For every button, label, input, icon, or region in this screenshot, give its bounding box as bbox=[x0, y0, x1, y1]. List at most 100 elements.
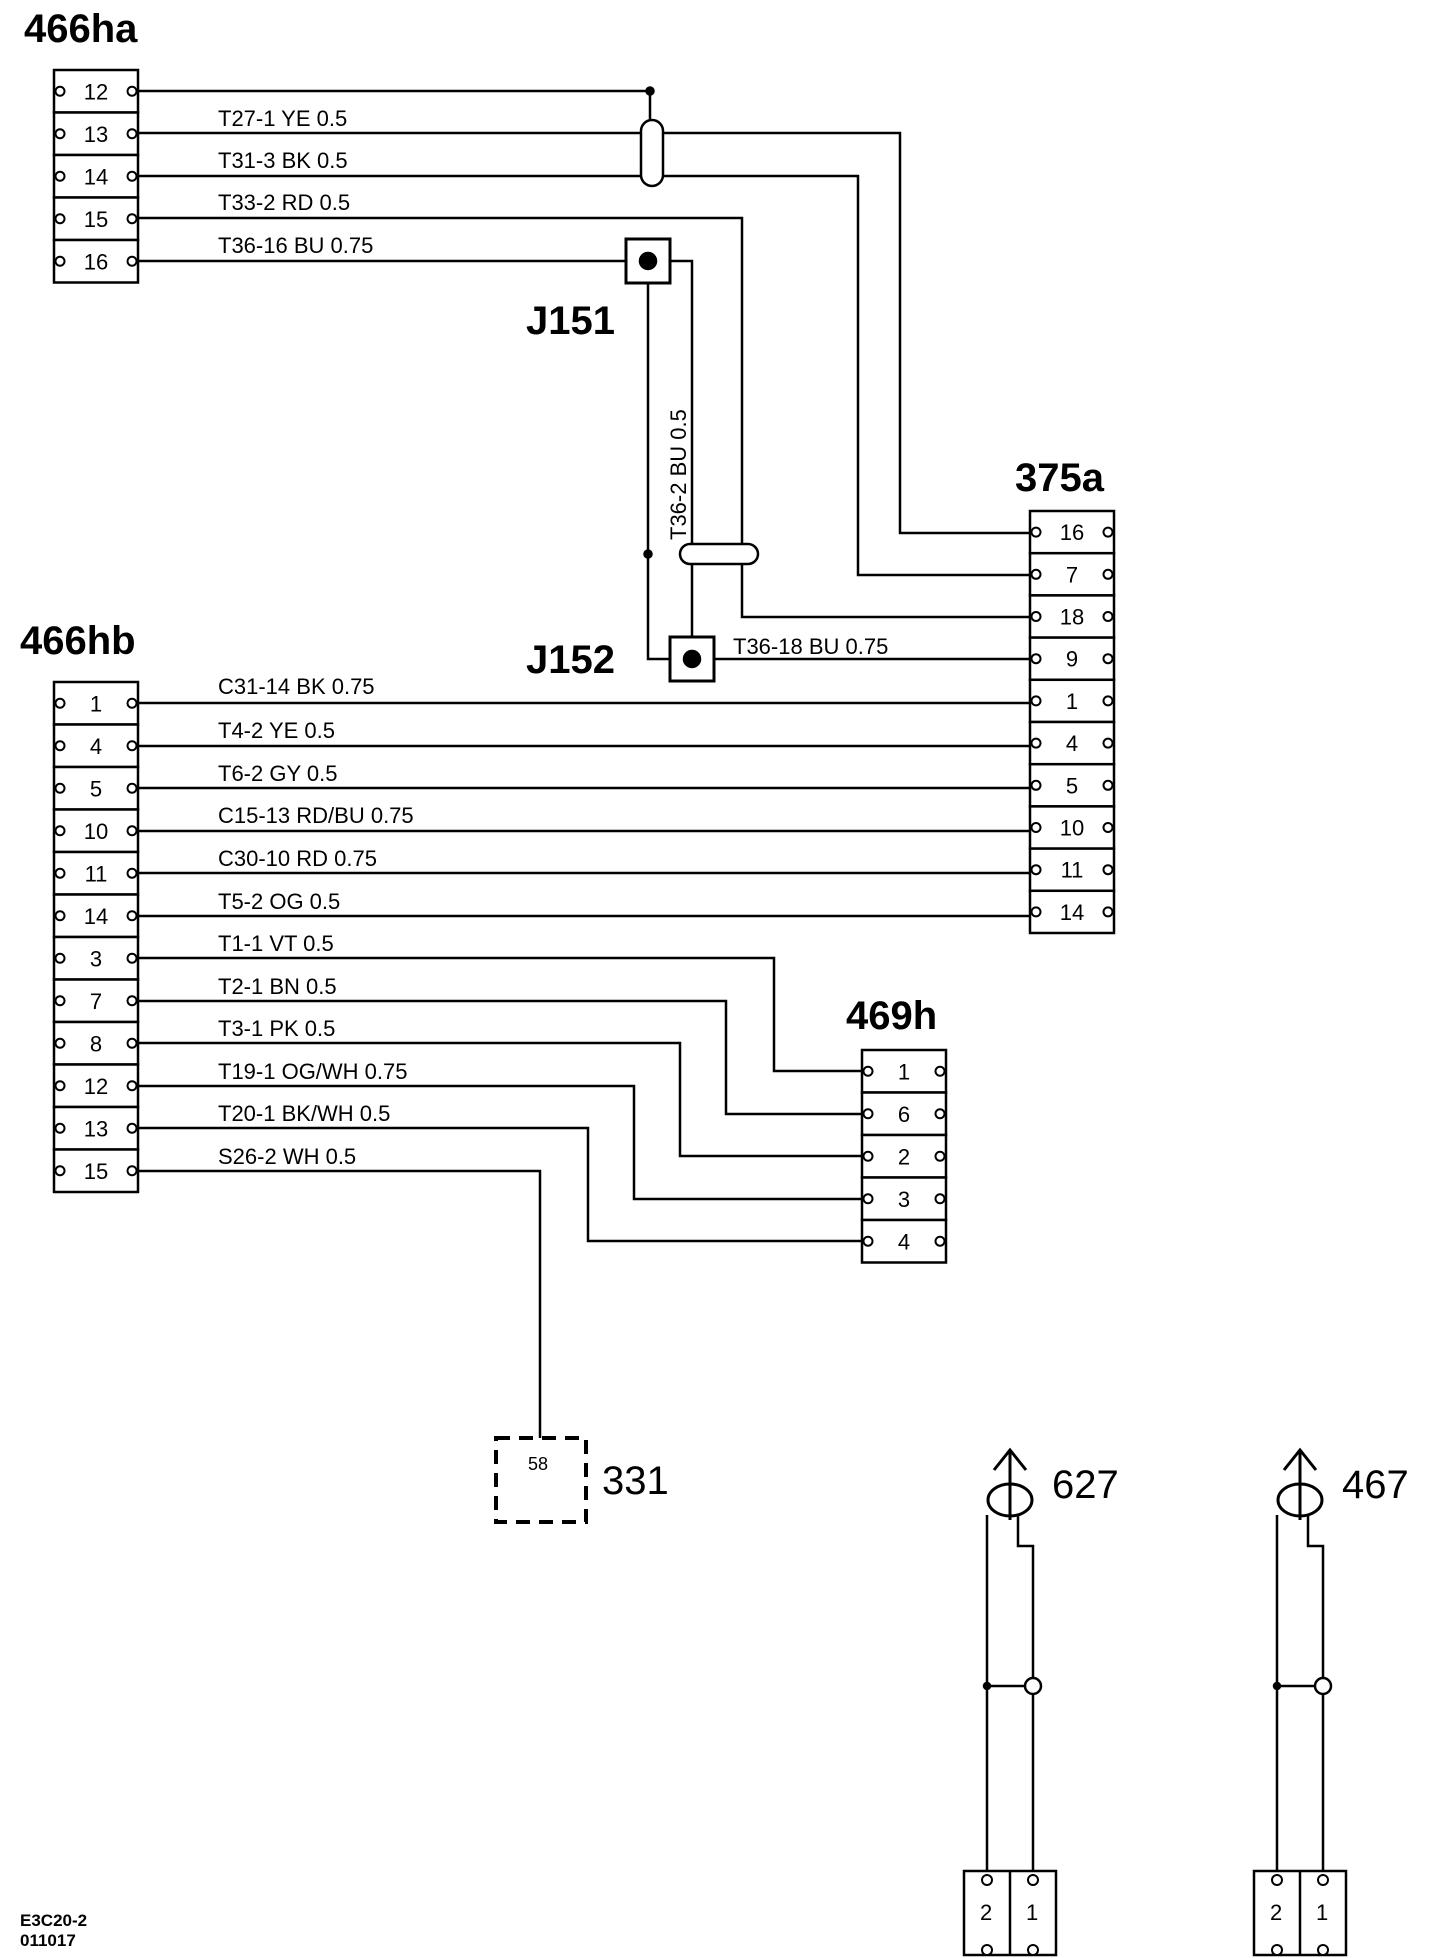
pin-terminal bbox=[126, 910, 138, 922]
pin-cell bbox=[1028, 720, 1116, 766]
pin-number: 5 bbox=[90, 776, 102, 801]
pin-terminal bbox=[54, 255, 66, 267]
wire-label: T3-1 PK 0.5 bbox=[218, 1016, 335, 1041]
wire bbox=[138, 216, 1030, 619]
pin-number: 4 bbox=[898, 1229, 910, 1254]
pin-cell bbox=[1028, 636, 1116, 682]
pin-terminal bbox=[1102, 611, 1114, 622]
pin-terminal bbox=[862, 1193, 874, 1205]
pin-terminal bbox=[1030, 906, 1042, 918]
twisted-pair-icon bbox=[639, 118, 665, 188]
pin-terminal bbox=[126, 740, 138, 752]
pin-terminal bbox=[1030, 737, 1042, 749]
wire bbox=[138, 1084, 862, 1201]
pin-terminal bbox=[126, 952, 138, 964]
pin-number: 14 bbox=[84, 904, 108, 929]
pin-number: 11 bbox=[85, 861, 108, 886]
pin-number: 10 bbox=[84, 819, 108, 844]
wire bbox=[138, 1169, 542, 1438]
pin-number: 2 bbox=[898, 1144, 910, 1169]
component-627-pin: 2 bbox=[980, 1900, 992, 1925]
pin-cell bbox=[52, 850, 140, 896]
wire-label: C30-10 RD 0.75 bbox=[218, 846, 377, 871]
wire bbox=[1306, 1515, 1325, 1871]
connector-466hb-label: 466hb bbox=[20, 619, 136, 663]
pin-terminal bbox=[862, 1108, 874, 1120]
pin-terminal bbox=[126, 213, 138, 225]
wire bbox=[138, 1041, 862, 1158]
pin-number: 15 bbox=[84, 207, 108, 232]
pin-number: 14 bbox=[84, 164, 108, 189]
pin-terminal bbox=[126, 782, 138, 794]
pin-terminal bbox=[54, 825, 66, 837]
footer-date: 011017 bbox=[20, 1931, 76, 1950]
wire-label: T36-16 BU 0.75 bbox=[218, 233, 373, 258]
pin-terminal bbox=[54, 170, 66, 182]
splice-j151-label: J151 bbox=[526, 299, 615, 343]
pin-number: 14 bbox=[1060, 900, 1084, 925]
wire-label: T27-1 YE 0.5 bbox=[218, 106, 347, 131]
pin-number: 8 bbox=[90, 1031, 102, 1056]
pin-cell bbox=[52, 1063, 140, 1109]
junction-dot bbox=[645, 86, 655, 96]
pin-terminal bbox=[54, 995, 66, 1007]
connector-blocks: 1213141516145101114378121315167189145101… bbox=[52, 68, 1116, 1264]
pin-number: 9 bbox=[1066, 647, 1078, 672]
pin-terminal bbox=[934, 1193, 946, 1205]
pin-terminal bbox=[1030, 611, 1042, 622]
component-467-connector: 2 1 bbox=[1252, 1869, 1348, 1957]
junction-dot bbox=[643, 549, 653, 559]
connector-375a-label: 375a bbox=[1015, 456, 1105, 500]
pin-terminal bbox=[1030, 822, 1042, 833]
pin-number: 4 bbox=[1066, 731, 1078, 756]
wire-label: T4-2 YE 0.5 bbox=[218, 718, 335, 743]
pin-terminal bbox=[862, 1150, 874, 1162]
pin-terminal bbox=[934, 1235, 946, 1247]
pin-cell bbox=[1028, 889, 1116, 935]
pin-terminal bbox=[1102, 822, 1114, 833]
pin-terminal bbox=[1102, 695, 1114, 707]
pin-terminal bbox=[54, 213, 66, 225]
junction-dot bbox=[1272, 1681, 1282, 1691]
pin-terminal bbox=[1102, 779, 1114, 791]
pin-terminal bbox=[1030, 779, 1042, 791]
pin-terminal bbox=[54, 1037, 66, 1049]
pin-number: 11 bbox=[1061, 858, 1084, 883]
wire bbox=[138, 131, 1030, 535]
wire bbox=[138, 174, 1030, 577]
wire-label: T31-3 BK 0.5 bbox=[218, 148, 348, 173]
pin-number: 10 bbox=[1060, 816, 1084, 841]
component-627-pin: 1 bbox=[1026, 1900, 1038, 1925]
antenna-627-icon bbox=[986, 1447, 1034, 1520]
pin-terminal bbox=[54, 1080, 66, 1092]
pin-terminal bbox=[54, 128, 66, 140]
pin-terminal bbox=[1102, 864, 1114, 876]
pin-terminal bbox=[1102, 906, 1114, 918]
wire-paths bbox=[138, 86, 1333, 1871]
pin-cell bbox=[860, 1048, 948, 1094]
pin-cell bbox=[52, 238, 140, 284]
wire bbox=[1016, 1515, 1035, 1871]
pin-number: 16 bbox=[1060, 520, 1084, 545]
pin-cell bbox=[860, 1091, 948, 1137]
component-467-label: 467 bbox=[1342, 1463, 1409, 1507]
pin-terminal bbox=[1102, 737, 1114, 749]
pin-number: 12 bbox=[84, 1074, 108, 1099]
component-331-label: 331 bbox=[602, 1459, 669, 1503]
pin-cell bbox=[52, 978, 140, 1024]
splice-j152-dot bbox=[682, 649, 702, 669]
pin-number: 5 bbox=[1066, 773, 1078, 798]
pin-terminal bbox=[126, 825, 138, 837]
pin-terminal bbox=[126, 995, 138, 1007]
pin-terminal bbox=[862, 1065, 874, 1077]
pin-terminal bbox=[126, 1080, 138, 1092]
wire-label: C31-14 BK 0.75 bbox=[218, 674, 375, 699]
pin-terminal bbox=[934, 1065, 946, 1077]
wire-label: T19-1 OG/WH 0.75 bbox=[218, 1059, 408, 1084]
pin-terminal bbox=[54, 867, 66, 879]
pin-terminal bbox=[934, 1150, 946, 1162]
